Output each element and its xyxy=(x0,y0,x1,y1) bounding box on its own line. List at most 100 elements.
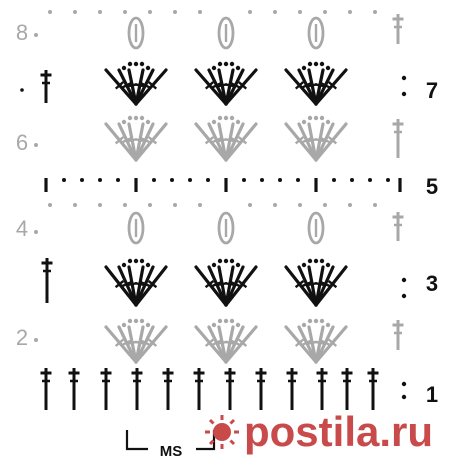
treble-crochet-icon xyxy=(316,368,328,410)
chain-dot-icon xyxy=(98,10,102,14)
treble-crochet-icon xyxy=(392,14,404,44)
chain-dot-icon xyxy=(116,178,120,182)
chain-dot-icon xyxy=(20,88,24,92)
chain-dot-icon xyxy=(173,10,177,14)
oval-picot-icon xyxy=(217,16,235,50)
oval-picot-icon xyxy=(127,16,145,50)
chain-dot-icon xyxy=(123,203,127,207)
fan-shell-icon xyxy=(194,61,258,106)
chain-dot-icon xyxy=(273,10,277,14)
chain-dot-icon xyxy=(401,293,407,299)
chain-dot-icon xyxy=(348,203,352,207)
chain-dot-icon xyxy=(323,203,327,207)
fan-shell-icon xyxy=(194,258,258,307)
fan-shell-icon xyxy=(104,318,168,364)
chain-dot-icon xyxy=(386,178,390,182)
treble-crochet-icon xyxy=(341,368,353,410)
chain-dot-icon xyxy=(123,10,127,14)
chain-dot-icon xyxy=(248,10,252,14)
fan-shell-icon xyxy=(284,318,348,364)
row-number-1: 1 xyxy=(426,382,438,407)
treble-crochet-icon xyxy=(40,368,52,410)
treble-crochet-icon xyxy=(41,258,53,303)
chain-dot-icon xyxy=(296,178,300,182)
row-number-6: 6 xyxy=(16,130,28,155)
chain-dot-icon xyxy=(401,381,407,387)
chain-dot-icon xyxy=(373,203,377,207)
treble-crochet-icon xyxy=(40,70,52,103)
chain-dot-icon xyxy=(242,178,246,182)
row-number-5: 5 xyxy=(426,174,438,199)
chain-dot-icon xyxy=(188,178,192,182)
fan-shell-icon xyxy=(284,258,348,307)
chain-dot-icon xyxy=(401,394,407,400)
chain-dot-icon xyxy=(350,178,354,182)
fan-shell-icon xyxy=(194,115,258,162)
fan-shell-icon xyxy=(284,115,348,162)
chain-dot-icon xyxy=(80,178,84,182)
chain-dot-icon xyxy=(173,203,177,207)
chain-dot-icon xyxy=(34,230,38,234)
chain-dot-icon xyxy=(198,10,202,14)
treble-crochet-icon xyxy=(255,368,267,410)
row-number-7: 7 xyxy=(426,78,438,103)
chain-dot-icon xyxy=(198,203,202,207)
treble-crochet-icon xyxy=(162,368,174,410)
row-numbers: 1 2 3 4 5 6 7 8 xyxy=(16,20,438,407)
fan-shell-icon xyxy=(104,61,168,106)
fan-shell-icon xyxy=(194,318,258,364)
chain-dot-icon xyxy=(260,178,264,182)
chain-dot-icon xyxy=(348,10,352,14)
chain-dot-icon xyxy=(98,203,102,207)
oval-picot-icon xyxy=(307,211,325,245)
chain-dot-icon xyxy=(148,10,152,14)
chain-dot-icon xyxy=(206,178,210,182)
treble-crochet-icon xyxy=(193,368,205,410)
chain-dot-icon xyxy=(298,203,302,207)
chain-dot-icon xyxy=(98,178,102,182)
treble-crochet-icon xyxy=(392,320,404,350)
chain-dot-icon xyxy=(323,10,327,14)
treble-crochet-icon xyxy=(286,368,298,410)
chain-dot-icon xyxy=(34,338,38,342)
treble-crochet-icon xyxy=(367,368,379,410)
repeat-bracket: MS xyxy=(125,430,216,460)
row-number-4: 4 xyxy=(16,216,28,241)
sun-logo-icon xyxy=(205,415,239,449)
chain-dot-icon xyxy=(401,277,407,283)
chain-dot-icon xyxy=(273,203,277,207)
treble-crochet-icon xyxy=(224,368,236,410)
chain-dot-icon xyxy=(148,203,152,207)
watermark-text: postila.ru xyxy=(244,408,433,455)
fan-shell-icon xyxy=(104,258,168,307)
fan-shell-icon xyxy=(104,115,168,162)
chain-dot-icon xyxy=(48,10,52,14)
chain-dot-icon xyxy=(401,91,407,97)
stitch-symbols xyxy=(20,10,407,410)
chain-dot-icon xyxy=(368,178,372,182)
row-number-8: 8 xyxy=(16,20,28,45)
chain-dot-icon xyxy=(373,10,377,14)
chain-dot-icon xyxy=(62,178,66,182)
chain-dot-icon xyxy=(401,75,407,81)
watermark: postila.ru xyxy=(205,408,433,455)
chain-dot-icon xyxy=(298,10,302,14)
row-number-2: 2 xyxy=(16,325,28,350)
treble-crochet-icon xyxy=(68,368,80,410)
chain-dot-icon xyxy=(34,143,38,147)
oval-picot-icon xyxy=(307,16,325,50)
chain-dot-icon xyxy=(73,203,77,207)
treble-crochet-icon xyxy=(392,212,404,241)
oval-picot-icon xyxy=(127,211,145,245)
treble-crochet-icon xyxy=(392,119,404,158)
chain-dot-icon xyxy=(73,10,77,14)
fan-shell-icon xyxy=(284,61,348,106)
repeat-label: MS xyxy=(160,443,183,460)
chain-dot-icon xyxy=(34,33,38,37)
treble-crochet-icon xyxy=(131,368,143,410)
chain-dot-icon xyxy=(152,178,156,182)
chain-dot-icon xyxy=(170,178,174,182)
oval-picot-icon xyxy=(217,211,235,245)
chain-dot-icon xyxy=(248,203,252,207)
